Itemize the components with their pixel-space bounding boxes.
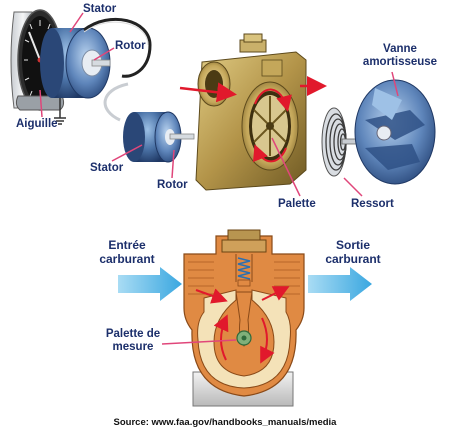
flowmeter-cutaway xyxy=(183,229,305,407)
fuel-outlet-label-line2: carburant xyxy=(325,252,381,266)
spring-label: Ressort xyxy=(351,198,394,210)
metering-vane-label-line1: Palette de xyxy=(105,328,161,340)
needle xyxy=(28,31,41,61)
damping-valve-label-line1: Vanne xyxy=(383,43,417,55)
fuel-inlet-label-line2: carburant xyxy=(99,252,155,266)
rotor-bottom-label: Rotor xyxy=(157,179,188,191)
rotor-top-label: Rotor xyxy=(115,40,146,52)
damping-valve-label: Vanne amortisseuse xyxy=(355,43,445,69)
stator-bottom-label: Stator xyxy=(90,162,124,174)
spring xyxy=(321,107,357,177)
leader-lines xyxy=(39,12,399,345)
stator-top xyxy=(40,27,111,99)
fuel-outlet-label-line1: Sortie xyxy=(335,238,370,252)
flow-arrows-top xyxy=(179,76,327,103)
metering-vane-label-line2: mesure xyxy=(112,341,154,353)
fuel-outlet-label: Sortie carburant xyxy=(318,238,388,266)
fuel-inlet-label: Entrée carburant xyxy=(92,238,162,266)
damping-valve xyxy=(354,79,436,185)
metering-vane-label: Palette de mesure xyxy=(95,328,171,354)
outlet-arrow xyxy=(308,267,372,301)
source-caption: Source: www.faa.gov/handbooks_manuals/me… xyxy=(113,417,337,428)
brass-valve-body xyxy=(195,33,307,191)
fuel-inlet-label-line1: Entrée xyxy=(108,238,146,252)
vane-label: Palette xyxy=(278,198,316,210)
inlet-arrow xyxy=(118,267,182,301)
stator-bottom xyxy=(123,111,195,163)
damping-valve-label-line2: amortisseuse xyxy=(362,56,438,68)
io-arrows xyxy=(118,267,372,301)
stator-top-label: Stator xyxy=(83,3,117,15)
needle-label: Aiguille xyxy=(16,118,58,130)
